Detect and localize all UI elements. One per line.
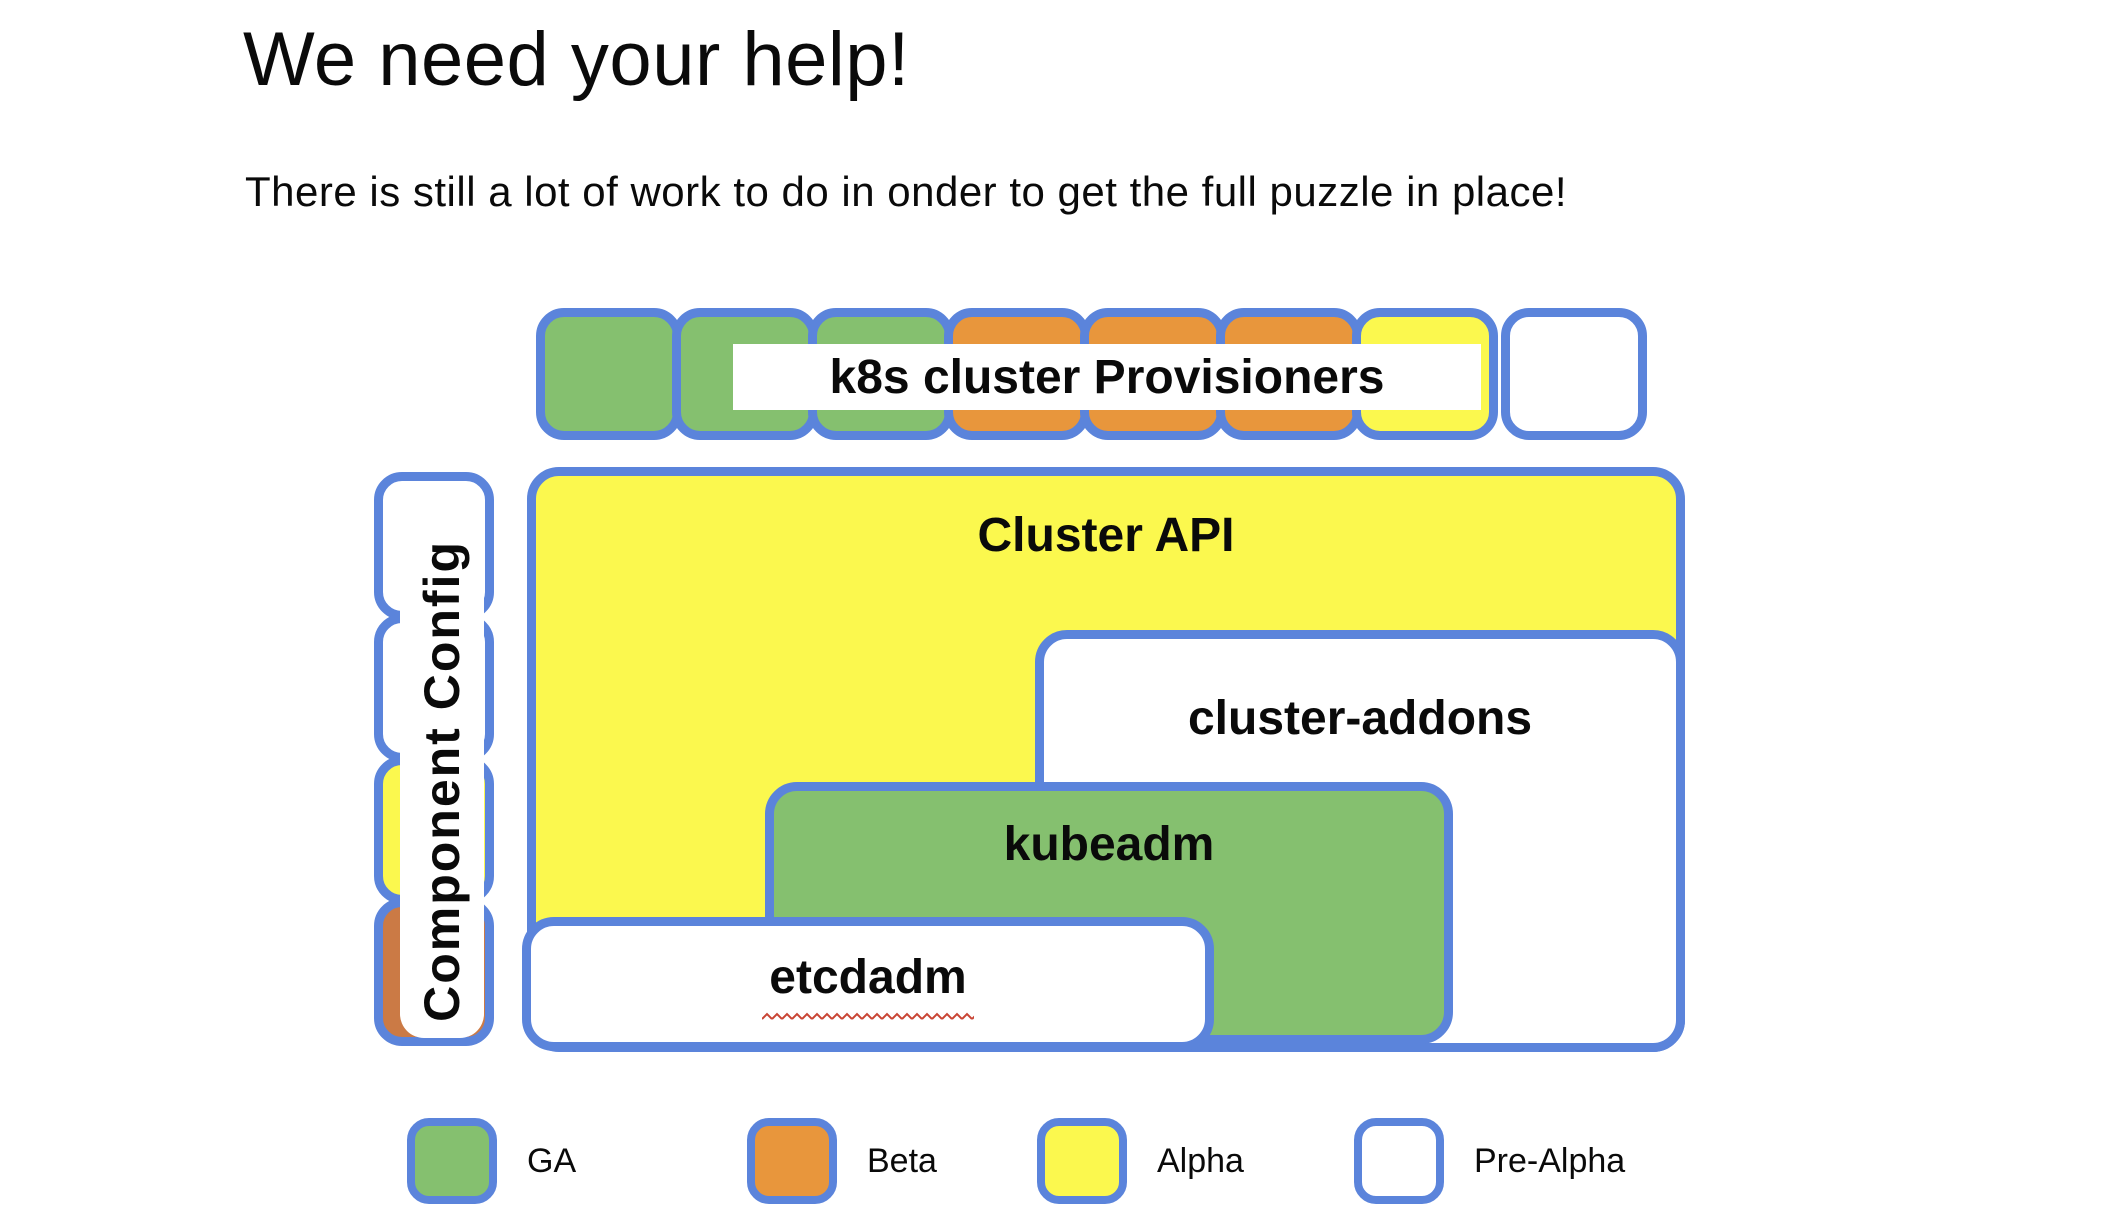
legend-item-beta: Beta — [747, 1118, 937, 1204]
legend-swatch-beta — [747, 1118, 837, 1204]
legend-label-pre-alpha: Pre-Alpha — [1474, 1141, 1626, 1180]
puzzle-piece-ga — [536, 308, 682, 440]
page-title: We need your help! — [243, 17, 910, 102]
subtitle-text: There is still a lot of work to do in on… — [245, 168, 1568, 215]
cluster-addons-label: cluster-addons — [1187, 692, 1533, 745]
kubeadm-label: kubeadm — [1003, 818, 1215, 871]
legend-swatch-alpha — [1037, 1118, 1127, 1204]
legend-label-alpha: Alpha — [1157, 1141, 1244, 1180]
component-config-label-box: Component Config — [400, 524, 484, 1038]
legend-label-beta: Beta — [867, 1141, 937, 1180]
legend-item-pre-alpha: Pre-Alpha — [1354, 1118, 1625, 1204]
spellcheck-squiggle-icon — [762, 1012, 974, 1021]
legend-label-ga: GA — [527, 1141, 577, 1180]
component-config-column: Component Config — [374, 472, 494, 1046]
component-config-label: Component Config — [414, 540, 470, 1022]
etcdadm-box: etcdadm — [522, 917, 1214, 1051]
provisioners-label: k8s cluster Provisioners — [733, 344, 1481, 410]
cluster-api-label: Cluster API — [977, 509, 1235, 562]
legend-swatch-pre-alpha — [1354, 1118, 1444, 1204]
puzzle-piece-pre-alpha — [1501, 308, 1647, 440]
legend-swatch-ga — [407, 1118, 497, 1204]
etcdadm-label: etcdadm — [769, 951, 967, 1004]
legend-item-ga: GA — [407, 1118, 576, 1204]
legend-item-alpha: Alpha — [1037, 1118, 1244, 1204]
provisioners-row: k8s cluster Provisioners — [536, 308, 1696, 440]
